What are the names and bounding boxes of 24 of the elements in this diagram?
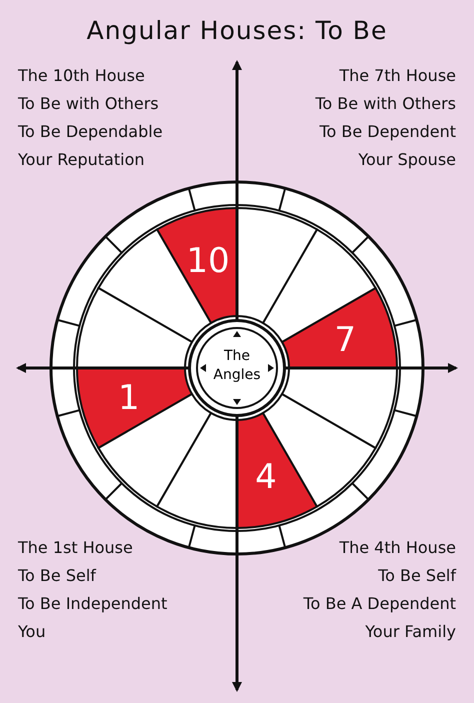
house-heading: The 7th House (339, 66, 456, 86)
house-note: Your Reputation (18, 150, 145, 170)
house-heading: The 4th House (339, 538, 456, 558)
house-note: To Be Independent (18, 594, 168, 614)
house-note: To Be Self (378, 566, 456, 586)
house-heading: The 10th House (18, 66, 145, 86)
house-note: To Be Dependable (18, 122, 163, 142)
house-sector (76, 287, 193, 369)
house-heading: The 1st House (18, 538, 133, 558)
house-note: To Be A Dependent (303, 594, 456, 614)
center-label: The Angles (212, 347, 262, 385)
house-note: Your Family (365, 622, 456, 642)
house-sector (156, 412, 238, 529)
house-note: To Be with Others (18, 94, 159, 114)
house-note: Your Spouse (358, 150, 456, 170)
house-sector: 1 (76, 367, 193, 449)
house-note: To Be Self (18, 566, 96, 586)
house-sector (236, 207, 318, 324)
house-note: To Be Dependent (319, 122, 456, 142)
house-sector (281, 367, 398, 449)
house-sector: 7 (281, 287, 398, 369)
title: Angular Houses: To Be (86, 16, 388, 45)
house-note: You (18, 622, 46, 642)
house-note: To Be with Others (315, 94, 456, 114)
